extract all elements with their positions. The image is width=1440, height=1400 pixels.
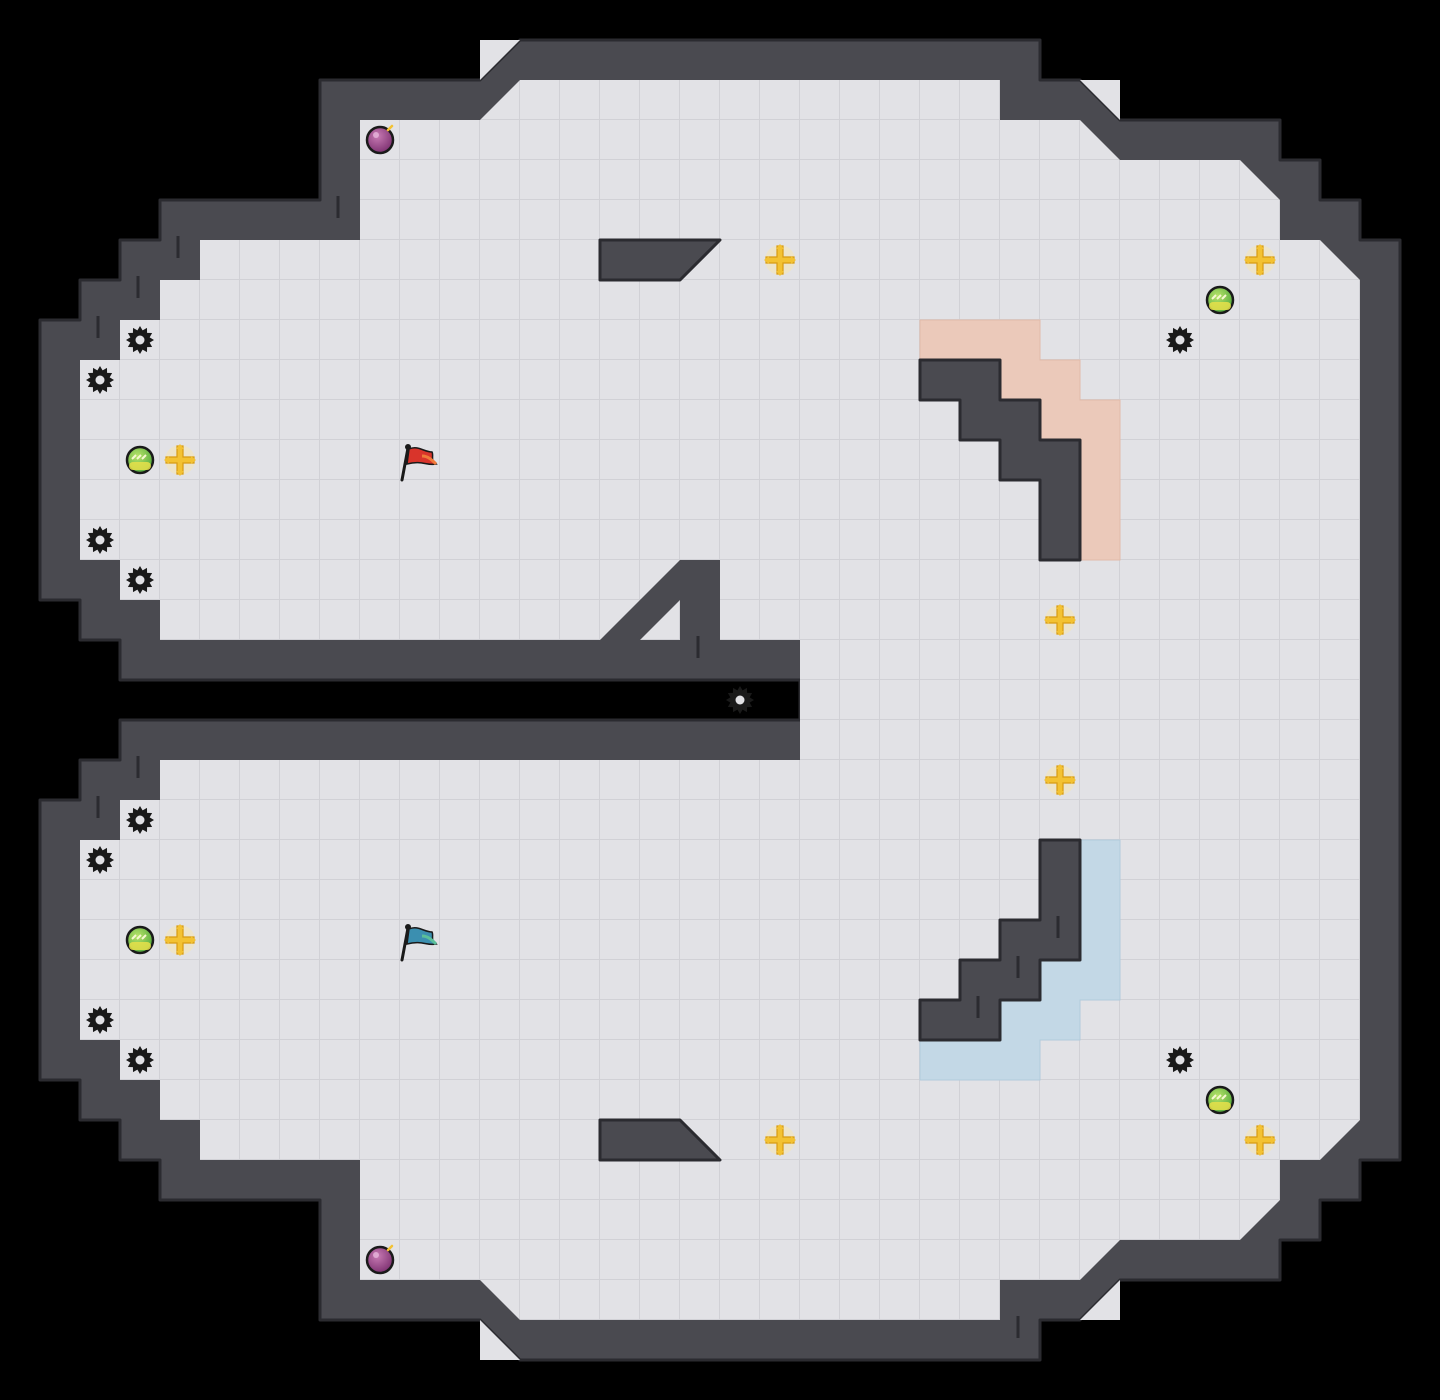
spike-icon [86, 1006, 114, 1034]
bomb-icon[interactable] [365, 124, 395, 155]
powerup-icon[interactable] [1205, 285, 1235, 315]
boost-icon [1244, 1124, 1276, 1156]
red-flag-icon[interactable] [400, 444, 438, 482]
corner-floor-patches [480, 40, 1120, 1360]
spike-icon [1166, 1046, 1194, 1074]
spike-icon [126, 806, 154, 834]
spike-icon [86, 526, 114, 554]
blue-flag-icon[interactable] [400, 924, 438, 962]
boost-icon [164, 924, 196, 956]
boost-icon [764, 1124, 796, 1156]
spike-icon [126, 326, 154, 354]
powerup-icon[interactable] [1205, 1085, 1235, 1115]
spike-icon [126, 1046, 154, 1074]
powerup-icon[interactable] [125, 925, 155, 955]
bombs-layer [365, 124, 395, 1275]
spike-icon [86, 846, 114, 874]
powerup-icon[interactable] [125, 445, 155, 475]
spike-icon [1166, 326, 1194, 354]
wall-block-top [598, 238, 722, 282]
spikes-layer [86, 326, 1194, 1074]
boost-icon [164, 444, 196, 476]
spike-icon [726, 686, 754, 714]
spike-icon [86, 366, 114, 394]
powerups-layer [125, 285, 1235, 1115]
boost-icon [764, 244, 796, 276]
blue-zone-wall [918, 838, 1082, 1042]
boost-icon [1244, 244, 1276, 276]
boost-icon [1044, 764, 1076, 796]
red-zone-wall [918, 358, 1082, 562]
spur-gap-bottom [640, 760, 680, 800]
wall-notches [96, 196, 1060, 1338]
spike-icon [126, 566, 154, 594]
inner-walls [598, 238, 1082, 1162]
wall-block-bottom [598, 1118, 722, 1162]
spur-gap-top [640, 600, 680, 640]
bomb-icon[interactable] [365, 1244, 395, 1275]
boost-icon [1044, 604, 1076, 636]
boosts-layer [164, 244, 1276, 1156]
